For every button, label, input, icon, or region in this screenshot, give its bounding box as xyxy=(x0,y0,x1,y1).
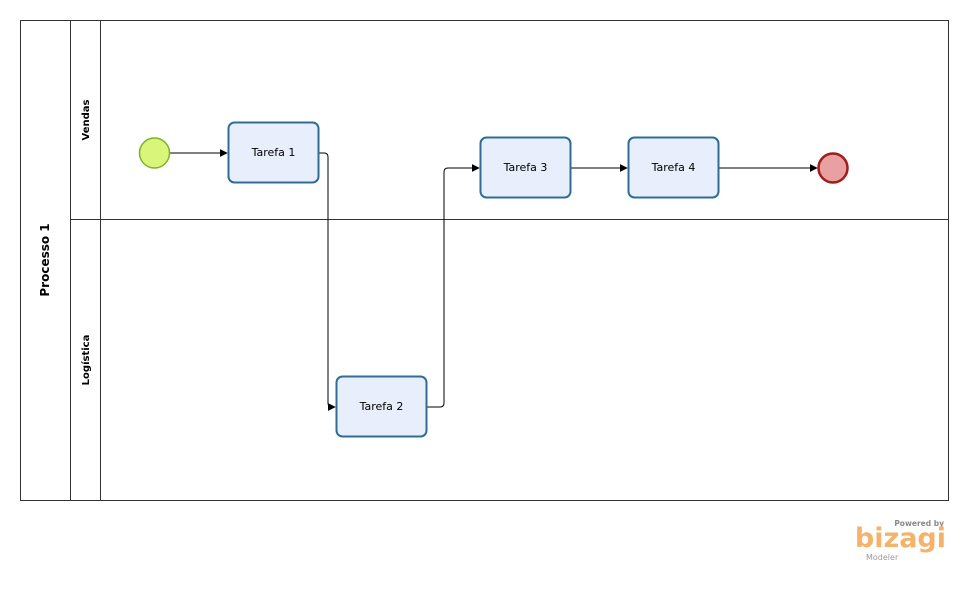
flow-tarefa2-to-tarefa3[interactable] xyxy=(427,164,480,408)
task-box xyxy=(335,375,428,438)
task-box xyxy=(479,136,572,199)
powered-by-text: Powered by xyxy=(894,519,944,528)
task-box xyxy=(627,136,720,199)
lane-vendas[interactable]: Vendas xyxy=(81,20,101,501)
lane-label-vendas: Vendas xyxy=(81,99,92,140)
bizagi-logo: bizagi xyxy=(854,523,946,554)
task-label: Tarefa 2 xyxy=(359,400,404,413)
flow-tarefa1-to-tarefa2[interactable] xyxy=(319,152,336,411)
modeler-text: Modeler xyxy=(866,553,899,562)
task-label: Tarefa 3 xyxy=(503,161,548,174)
start-event[interactable] xyxy=(138,137,171,169)
bizagi-watermark: Powered by bizagi Modeler xyxy=(836,519,946,563)
lane-logistica[interactable]: Logística xyxy=(80,335,92,386)
task-tarefa-2[interactable]: Tarefa 2 xyxy=(335,375,428,438)
task-tarefa-4[interactable]: Tarefa 4 xyxy=(627,136,720,199)
pool-label: Processo 1 xyxy=(38,223,52,296)
task-label: Tarefa 4 xyxy=(651,161,696,174)
pool-border xyxy=(20,20,949,501)
task-label: Tarefa 1 xyxy=(251,146,296,159)
sequence-flows xyxy=(170,149,818,411)
end-event[interactable] xyxy=(817,152,849,184)
task-tarefa-1[interactable]: Tarefa 1 xyxy=(227,121,320,184)
pool[interactable]: Processo 1 xyxy=(20,20,949,501)
task-tarefa-3[interactable]: Tarefa 3 xyxy=(479,136,572,199)
lane-label-logistica: Logística xyxy=(80,335,92,386)
task-box xyxy=(227,121,320,184)
